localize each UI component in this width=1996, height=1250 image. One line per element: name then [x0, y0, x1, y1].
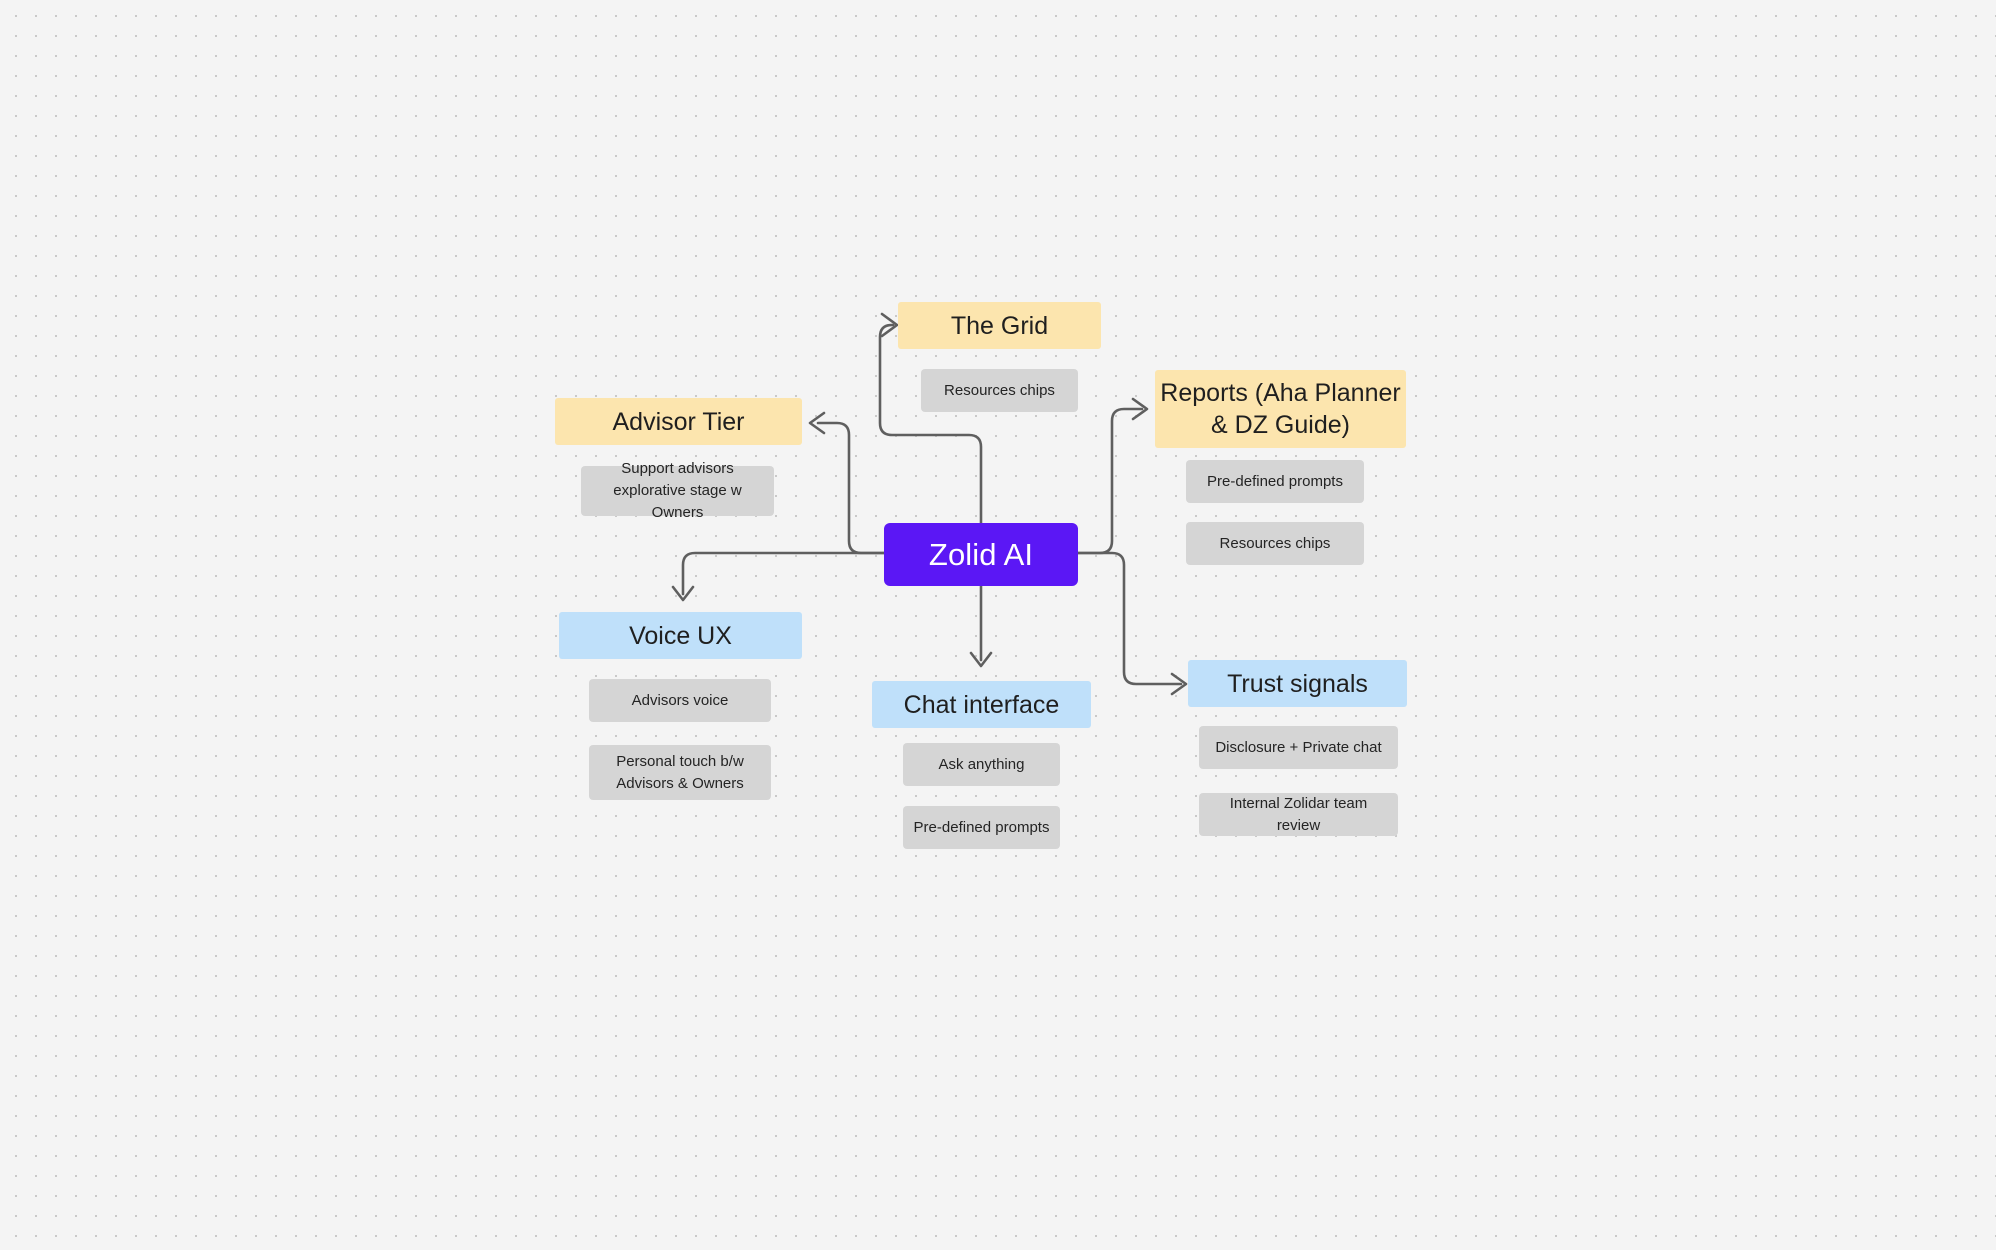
chip-voice-ux-personal-touch[interactable]: Personal touch b/w Advisors & Owners	[589, 745, 771, 800]
arrowhead-advisor-tier	[808, 411, 826, 435]
arrowhead-trust-signals	[1170, 672, 1188, 696]
chip-label: Resources chips	[1219, 534, 1331, 552]
edge-zolid-to-voice-ux	[681, 551, 886, 596]
chip-label: Personal touch b/w Advisors & Owners	[616, 752, 744, 792]
chip-chat-ask-anything[interactable]: Ask anything	[903, 743, 1060, 786]
chip-label: Advisors voice	[631, 691, 729, 709]
node-advisor-tier[interactable]: Advisor Tier	[555, 398, 802, 445]
edge-zolid-to-trust-signals	[1076, 551, 1183, 686]
node-voice-ux-label: Voice UX	[629, 621, 732, 650]
chip-chat-prompts[interactable]: Pre-defined prompts	[903, 806, 1060, 849]
chip-label: Support advisors explorative stage w Own…	[613, 460, 742, 521]
node-advisor-tier-label: Advisor Tier	[612, 407, 745, 436]
node-reports-label-line2: & DZ Guide)	[1211, 411, 1350, 439]
node-voice-ux[interactable]: Voice UX	[559, 612, 802, 659]
chip-label: Resources chips	[944, 381, 1055, 399]
node-the-grid[interactable]: The Grid	[898, 302, 1101, 349]
node-chat-interface[interactable]: Chat interface	[872, 681, 1091, 728]
node-zolid-ai-label: Zolid AI	[928, 536, 1034, 572]
node-trust-signals-label: Trust signals	[1227, 669, 1368, 698]
node-reports-label-line1: Reports (Aha Planner	[1160, 379, 1401, 407]
node-the-grid-label: The Grid	[950, 311, 1049, 340]
chip-advisor-tier-support[interactable]: Support advisors explorative stage w Own…	[581, 460, 774, 521]
arrowhead-voice-ux	[671, 585, 695, 602]
node-chat-interface-label: Chat interface	[903, 690, 1060, 719]
chip-reports-resources[interactable]: Resources chips	[1186, 522, 1364, 565]
chip-label: Internal Zolidar team review	[1229, 794, 1368, 834]
arrowhead-the-grid	[880, 312, 899, 338]
edge-zolid-to-the-grid	[878, 323, 983, 525]
node-trust-signals[interactable]: Trust signals	[1188, 660, 1407, 707]
chip-label: Ask anything	[938, 755, 1025, 773]
chip-label: Disclosure + Private chat	[1215, 738, 1382, 756]
node-reports[interactable]: Reports (Aha Planner & DZ Guide)	[1155, 370, 1406, 448]
chip-the-grid-resources[interactable]: Resources chips	[921, 369, 1078, 412]
chip-label: Pre-defined prompts	[913, 818, 1050, 836]
chip-voice-ux-advisors-voice[interactable]: Advisors voice	[589, 679, 771, 722]
arrowhead-reports	[1131, 397, 1149, 421]
chip-reports-prompts[interactable]: Pre-defined prompts	[1186, 460, 1364, 503]
arrowhead-chat-interface	[969, 651, 993, 668]
chip-trust-disclosure[interactable]: Disclosure + Private chat	[1199, 726, 1398, 769]
node-zolid-ai[interactable]: Zolid AI	[884, 523, 1078, 586]
edge-zolid-to-reports	[1076, 407, 1144, 555]
chip-trust-internal-review[interactable]: Internal Zolidar team review	[1199, 793, 1398, 836]
edge-zolid-to-advisor-tier	[816, 421, 886, 555]
chip-label: Pre-defined prompts	[1207, 472, 1343, 490]
